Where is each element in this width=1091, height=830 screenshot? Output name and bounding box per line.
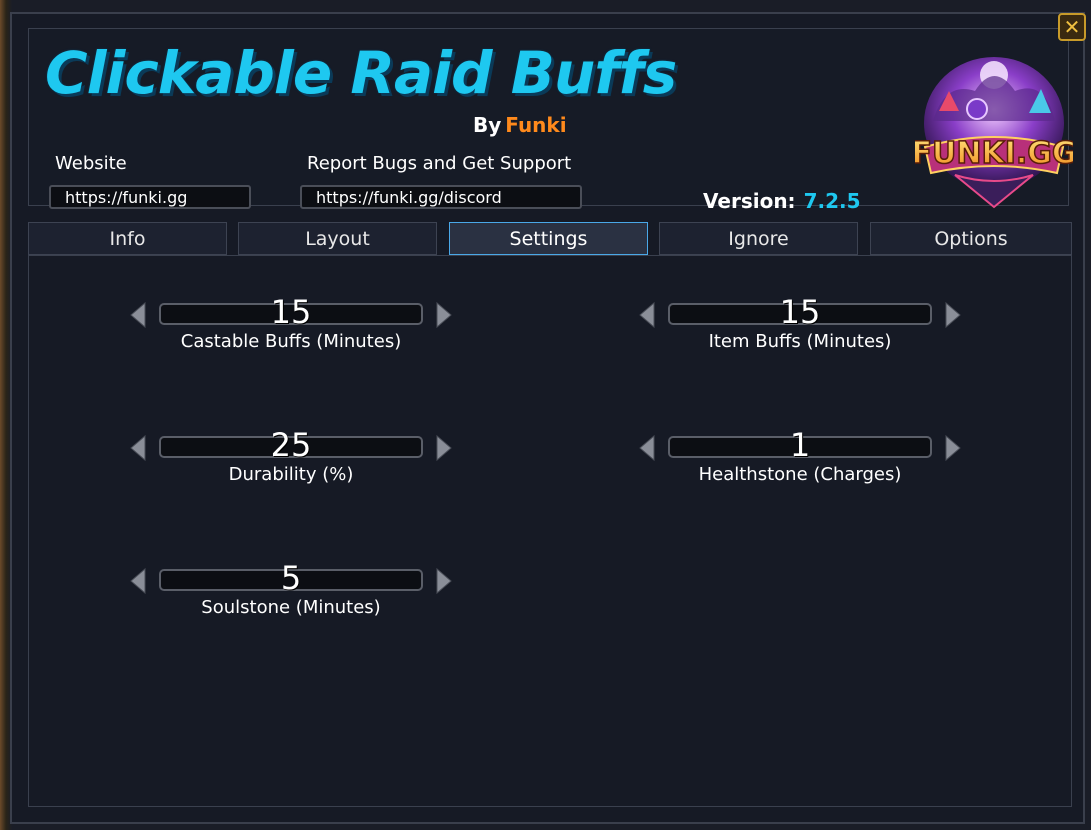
support-url-field[interactable]: https://funki.gg/discord bbox=[300, 185, 582, 209]
slider-label: Healthstone (Charges) bbox=[698, 464, 902, 485]
version-number: 7.2.5 bbox=[803, 189, 861, 213]
arrow-right-icon bbox=[436, 567, 452, 595]
website-label: Website bbox=[55, 153, 127, 174]
increment-button[interactable] bbox=[435, 434, 453, 462]
logo-lettering: FUNKI.GG bbox=[915, 136, 1073, 171]
arrow-left-icon bbox=[130, 567, 146, 595]
decrement-button[interactable] bbox=[638, 434, 656, 462]
soulstone-slider: 5 Soulstone (Minutes) bbox=[129, 559, 469, 637]
slider-track[interactable] bbox=[159, 303, 423, 325]
castable-buffs-slider: 15 Castable Buffs (Minutes) bbox=[129, 293, 469, 371]
tab-settings[interactable]: Settings bbox=[449, 222, 648, 255]
arrow-right-icon bbox=[945, 434, 961, 462]
slider-label: Durability (%) bbox=[228, 464, 354, 485]
arrow-right-icon bbox=[436, 434, 452, 462]
healthstone-slider: 1 Healthstone (Charges) bbox=[638, 426, 978, 504]
slider-label: Item Buffs (Minutes) bbox=[708, 331, 892, 352]
increment-button[interactable] bbox=[944, 301, 962, 329]
increment-button[interactable] bbox=[435, 301, 453, 329]
decrement-button[interactable] bbox=[129, 567, 147, 595]
slider-track[interactable] bbox=[159, 569, 423, 591]
increment-button[interactable] bbox=[435, 567, 453, 595]
author-name: Funki bbox=[505, 113, 567, 137]
slider-track[interactable] bbox=[668, 436, 932, 458]
slider-label: Castable Buffs (Minutes) bbox=[180, 331, 402, 352]
arrow-left-icon bbox=[639, 434, 655, 462]
item-buffs-slider: 15 Item Buffs (Minutes) bbox=[638, 293, 978, 371]
arrow-left-icon bbox=[130, 301, 146, 329]
settings-panel: 15 Castable Buffs (Minutes) 15 Item Buff… bbox=[28, 255, 1072, 807]
decrement-button[interactable] bbox=[129, 301, 147, 329]
version-info: Version: 7.2.5 bbox=[703, 189, 861, 213]
slider-label: Soulstone (Minutes) bbox=[201, 597, 381, 618]
funki-logo: FUNKI.GG bbox=[915, 57, 1073, 209]
by-label: By bbox=[473, 113, 502, 137]
decrement-button[interactable] bbox=[638, 301, 656, 329]
arrow-left-icon bbox=[130, 434, 146, 462]
version-label: Version: bbox=[703, 189, 796, 213]
tab-ignore[interactable]: Ignore bbox=[659, 222, 858, 255]
increment-button[interactable] bbox=[944, 434, 962, 462]
tab-bar: Info Layout Settings Ignore Options bbox=[28, 222, 1072, 256]
arrow-right-icon bbox=[945, 301, 961, 329]
decrement-button[interactable] bbox=[129, 434, 147, 462]
close-icon: ✕ bbox=[1063, 15, 1081, 39]
arrow-left-icon bbox=[639, 301, 655, 329]
website-url-field[interactable]: https://funki.gg bbox=[49, 185, 251, 209]
support-label: Report Bugs and Get Support bbox=[307, 153, 572, 174]
addon-title: Clickable Raid Buffs bbox=[45, 39, 677, 107]
slider-track[interactable] bbox=[668, 303, 932, 325]
close-button[interactable]: ✕ bbox=[1058, 13, 1086, 41]
slider-track[interactable] bbox=[159, 436, 423, 458]
tab-info[interactable]: Info bbox=[28, 222, 227, 255]
durability-slider: 25 Durability (%) bbox=[129, 426, 469, 504]
arrow-right-icon bbox=[436, 301, 452, 329]
tab-options[interactable]: Options bbox=[870, 222, 1072, 255]
tab-layout[interactable]: Layout bbox=[238, 222, 437, 255]
